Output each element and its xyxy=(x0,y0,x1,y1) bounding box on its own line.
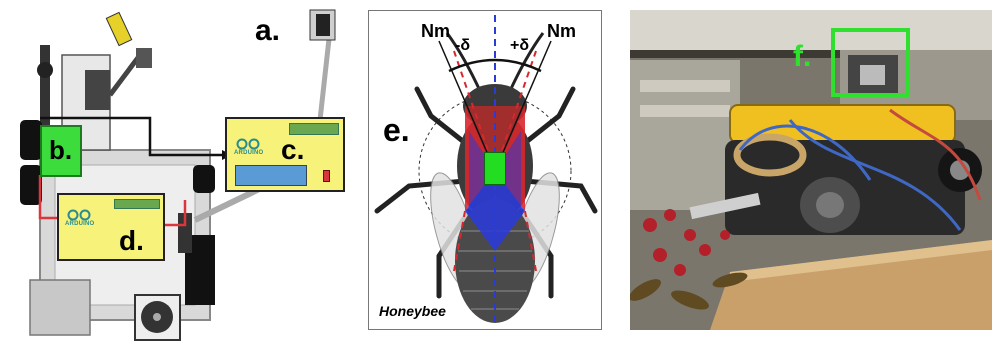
label-b: b. xyxy=(49,137,72,163)
arduino-board-c: ARDUINO c. xyxy=(225,117,345,192)
board-c-switch xyxy=(323,170,330,182)
board-c-brand: ARDUINO xyxy=(234,150,263,156)
label-e: e. xyxy=(383,114,410,146)
honeybee-caption: Honeybee xyxy=(379,303,446,319)
arduino-logo-icon xyxy=(66,209,92,221)
nm-left-label: Nm xyxy=(421,21,450,42)
arduino-board-d: ARDUINO d. xyxy=(57,193,165,261)
robot-photo-panel: f. xyxy=(630,10,992,330)
board-c-display xyxy=(235,165,307,186)
label-f: f. xyxy=(793,40,811,74)
board-d-header xyxy=(114,199,160,209)
delta-positive-label: +δ xyxy=(510,37,529,55)
label-a: a. xyxy=(255,16,280,46)
nm-right-label: Nm xyxy=(547,21,576,42)
sensor-marker xyxy=(484,152,506,185)
robot-schematic-panel: a. b. ARDUINO c. ARDUINO d. xyxy=(0,0,362,354)
delta-negative-label: -δ xyxy=(455,37,470,55)
label-d: d. xyxy=(119,227,144,255)
label-c: c. xyxy=(281,136,304,164)
arduino-logo-icon xyxy=(235,138,261,150)
honeybee-diagram-panel: Nm Nm -δ +δ e. Honeybee xyxy=(368,10,602,330)
board-d-brand: ARDUINO xyxy=(65,221,94,227)
